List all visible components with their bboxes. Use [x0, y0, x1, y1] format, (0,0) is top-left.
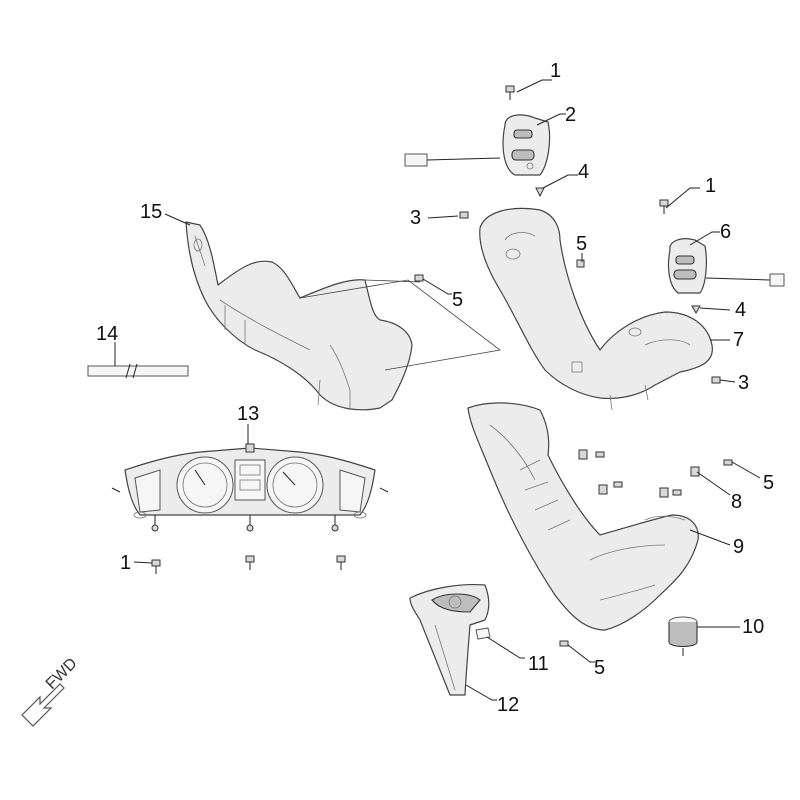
part-15-inner-panel: [185, 221, 501, 411]
callout-4-top: 4: [578, 161, 589, 183]
forward-direction-indicator: FWD: [21, 655, 81, 727]
fwd-arrow-icon: [21, 683, 65, 727]
hardware-near-cover: [459, 187, 721, 384]
part-9-lower-cover: [467, 402, 699, 631]
part-12-lower-panel: [409, 583, 490, 696]
part-1-screws-bottom: [151, 555, 346, 574]
part-10-round-switch: [668, 616, 698, 656]
callout-5-right: 5: [763, 472, 774, 494]
callout-3-right: 3: [738, 372, 749, 394]
callout-6: 6: [720, 221, 731, 243]
callout-8: 8: [731, 491, 742, 513]
callout-11: 11: [528, 653, 549, 675]
part-13-instrument-cluster: [111, 443, 389, 532]
callout-12: 12: [497, 694, 519, 716]
callout-10: 10: [742, 616, 764, 638]
part-6-right-switch: [667, 238, 785, 294]
callout-1-bottom: 1: [120, 552, 131, 574]
callout-9: 9: [733, 536, 744, 558]
part-1-screw-top: [505, 85, 515, 100]
part-1-screw-right: [659, 199, 669, 214]
callout-15: 15: [140, 201, 162, 223]
callout-labels: 1 2 4 1 6 3 5 15 5 4 7 3 14 13 5 8 9 1 1…: [96, 60, 774, 716]
callout-14: 14: [96, 323, 118, 345]
callout-13: 13: [237, 403, 259, 425]
callout-7: 7: [733, 329, 744, 351]
part-8-clips: [578, 449, 733, 498]
callout-4-right: 4: [735, 299, 746, 321]
callout-1-right: 1: [705, 175, 716, 197]
callout-5-bottom: 5: [594, 657, 605, 679]
callout-5-center: 5: [576, 233, 587, 255]
callout-2: 2: [565, 104, 576, 126]
callout-1-top: 1: [550, 60, 561, 82]
part-5-screw-panel: [414, 274, 424, 282]
part-5-screw-bottom: [559, 640, 569, 647]
part-7-handlebar-cover: [479, 207, 713, 411]
callout-3-left: 3: [410, 207, 421, 229]
callout-5-left: 5: [452, 289, 463, 311]
part-14-trim-strip: [87, 363, 189, 379]
part-2-left-switch: [404, 114, 551, 176]
part-11-label: [475, 627, 491, 640]
leader-lines: [114, 79, 761, 701]
